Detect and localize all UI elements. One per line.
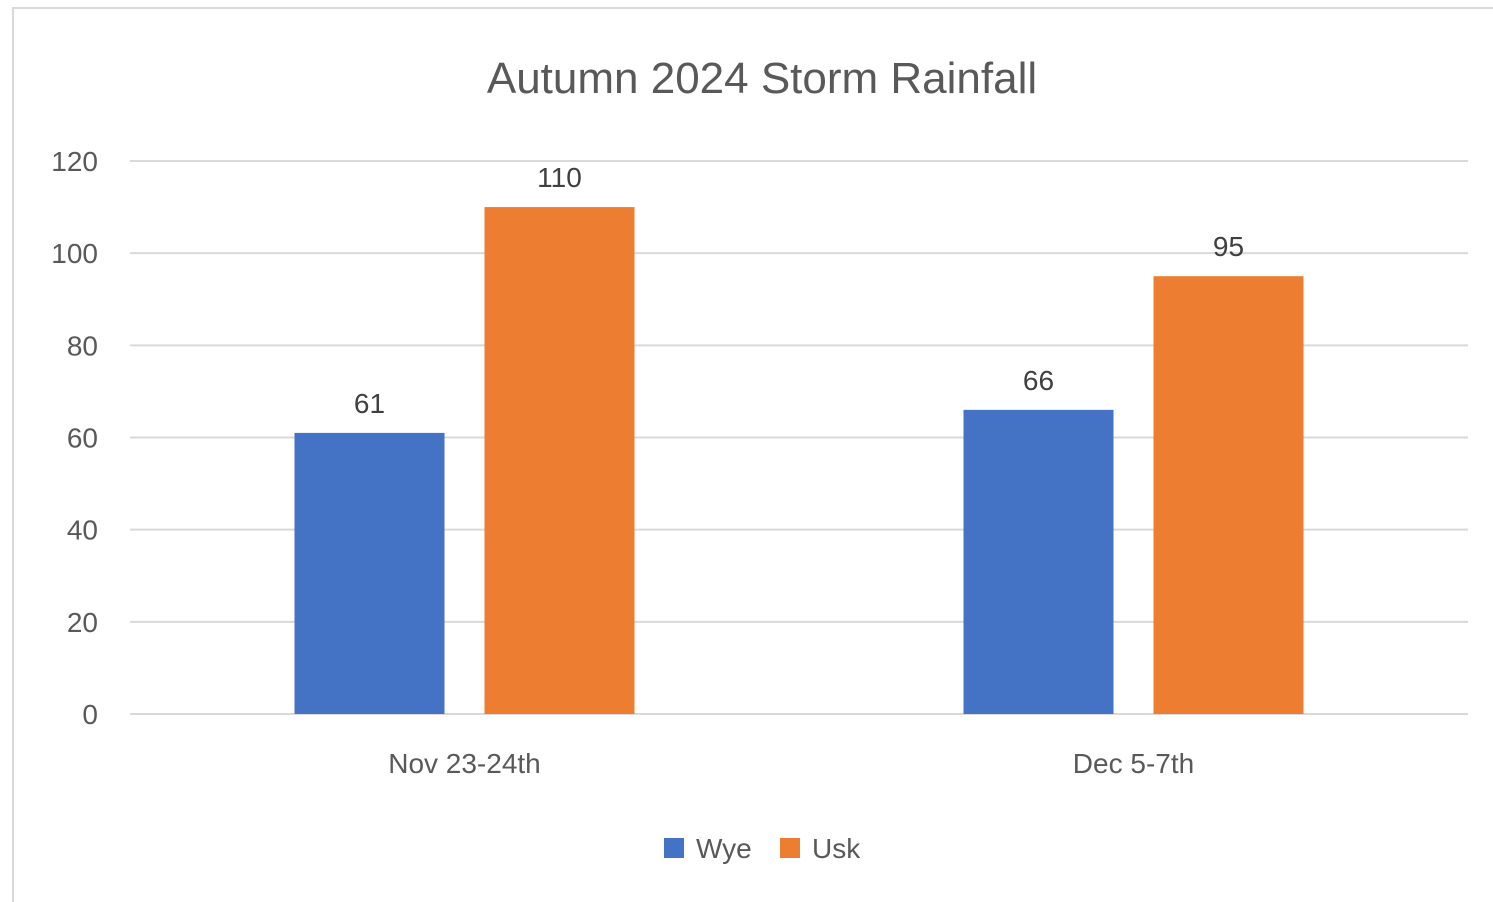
legend: Wye Usk [664,833,861,864]
legend-label-wye: Wye [696,833,752,864]
y-axis: 0 20 40 60 80 100 120 [51,146,98,730]
legend-swatch-usk [780,838,800,858]
bar-usk [1153,276,1304,714]
data-label: 110 [537,162,582,193]
y-tick-label: 40 [67,515,98,546]
x-tick-label: Dec 5-7th [1073,748,1194,779]
y-tick-label: 100 [51,238,98,269]
legend-swatch-wye [664,838,684,858]
x-tick-label: Nov 23-24th [388,748,541,779]
y-tick-label: 120 [51,146,98,177]
bar-wye [294,432,445,714]
data-label: 66 [1023,365,1054,396]
x-axis: Nov 23-24th Dec 5-7th [388,748,1194,779]
y-tick-label: 20 [67,607,98,638]
data-label: 95 [1213,231,1244,262]
bars [294,207,1304,715]
data-labels: 61 110 66 95 [354,162,1244,419]
y-tick-label: 0 [82,699,98,730]
bar-wye [963,409,1114,714]
data-label: 61 [354,388,385,419]
legend-label-usk: Usk [812,833,861,864]
chart-title: Autumn 2024 Storm Rainfall [487,54,1037,103]
bar-usk [484,207,635,715]
y-tick-label: 60 [67,423,98,454]
y-tick-label: 80 [67,330,98,361]
